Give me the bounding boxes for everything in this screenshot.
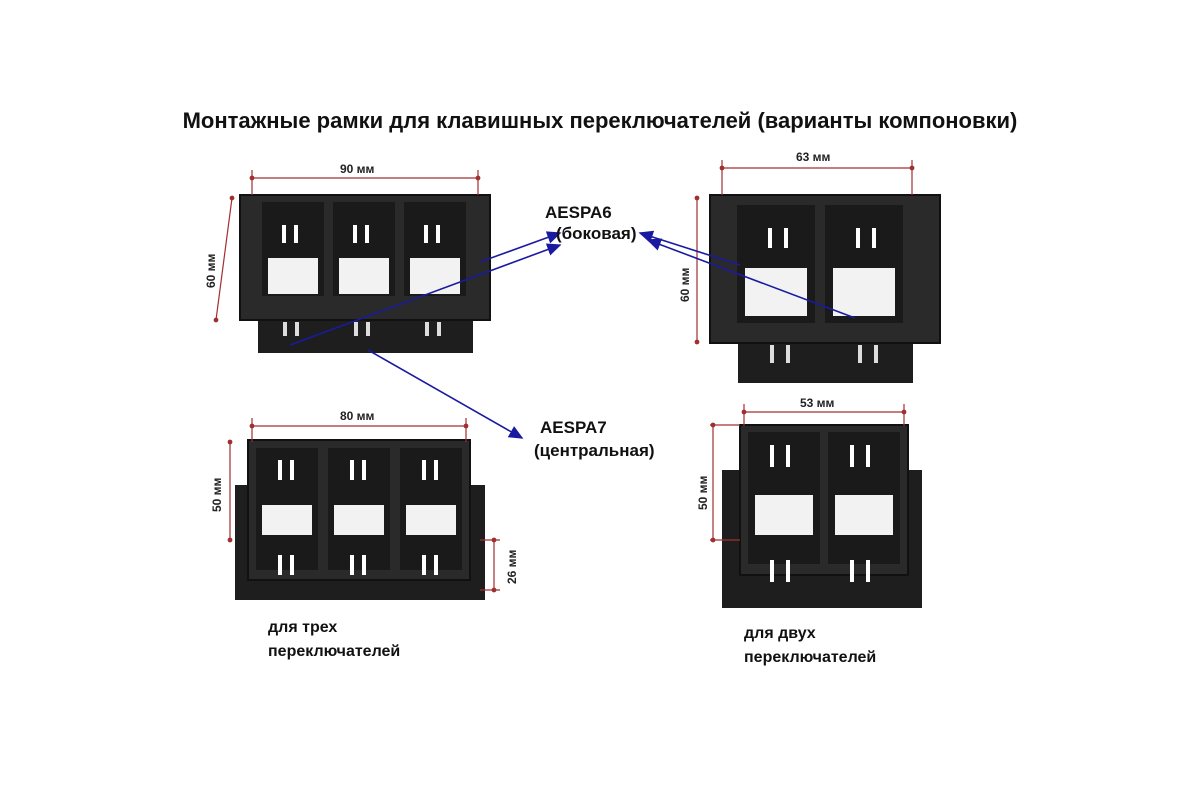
- label-aespa7-desc: (центральная): [534, 441, 655, 460]
- dim-top-left-width: 90 мм: [340, 162, 375, 176]
- dim-bottom-left-depth: 26 мм: [505, 549, 519, 584]
- dim-top-right-width: 63 мм: [796, 150, 831, 164]
- frame-top-left-three-slot: [239, 194, 491, 353]
- dimension-lines: [213, 160, 915, 593]
- label-aespa6-desc: (боковая): [556, 224, 637, 243]
- frame-top-right-two-slot: [709, 194, 941, 383]
- dim-bottom-right-height: 50 мм: [696, 475, 710, 510]
- pointer-arrows: [289, 230, 856, 439]
- dim-top-left-height: 60 мм: [204, 253, 218, 288]
- caption-three-switches: для трех переключателей: [268, 616, 400, 664]
- caption-three-line1: для трех: [268, 619, 338, 636]
- label-aespa7-model: AESPA7: [540, 418, 607, 437]
- caption-two-line2: переключателей: [744, 649, 877, 666]
- dim-top-right-height: 60 мм: [678, 267, 692, 302]
- frame-bottom-left-three-slot: [235, 439, 485, 600]
- caption-two-switches: для двух переключателей: [744, 622, 876, 670]
- dim-bottom-left-width: 80 мм: [340, 409, 375, 423]
- caption-two-line1: для двух: [744, 625, 816, 642]
- frame-bottom-right-two-slot: [722, 424, 922, 608]
- dim-bottom-left-height: 50 мм: [210, 477, 224, 512]
- caption-three-line2: переключателей: [268, 643, 401, 660]
- page-title: Монтажные рамки для клавишных переключат…: [182, 108, 1018, 133]
- dim-bottom-right-width: 53 мм: [800, 396, 835, 410]
- label-aespa6-model: AESPA6: [545, 203, 612, 222]
